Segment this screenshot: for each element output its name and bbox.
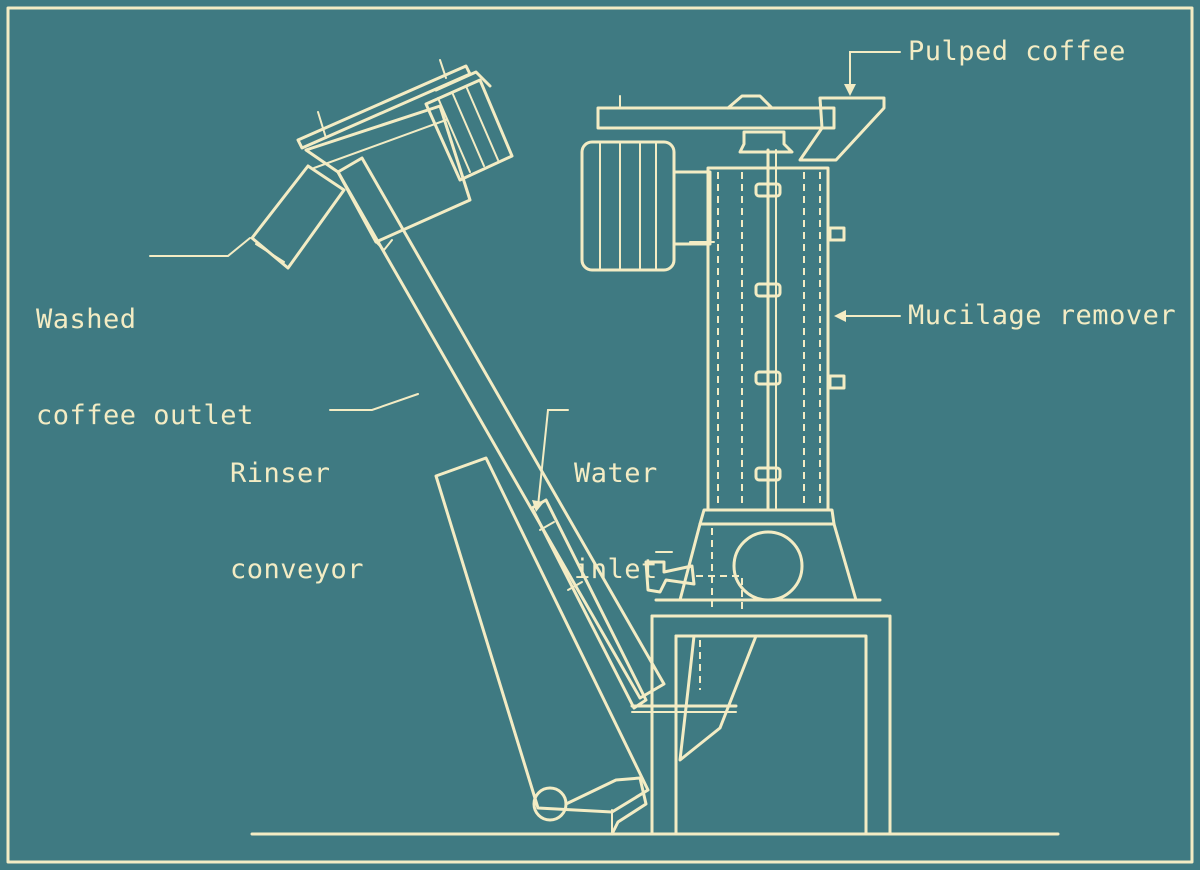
mucilage-remover: [580, 94, 892, 836]
label-rinser-conveyor: Rinser conveyor: [230, 394, 364, 650]
leader-lines: [149, 51, 901, 512]
remover-motor: [580, 140, 715, 272]
label-washed-line1: Washed: [36, 304, 137, 335]
page-border: [6, 6, 1194, 864]
label-rinser-line1: Rinser: [230, 458, 331, 489]
conveyor-motor: [424, 70, 514, 182]
label-pulped-coffee: Pulped coffee: [908, 36, 1126, 67]
label-washed-coffee-outlet: Washed coffee outlet: [36, 240, 254, 496]
label-rinser-line2: conveyor: [230, 554, 365, 585]
label-water-line2: inlet: [574, 554, 658, 585]
label-water-inlet: Water inlet: [574, 394, 658, 650]
label-washed-line2: coffee outlet: [36, 400, 254, 431]
label-water-line1: Water: [574, 458, 658, 489]
label-mucilage-remover: Mucilage remover: [908, 300, 1177, 331]
